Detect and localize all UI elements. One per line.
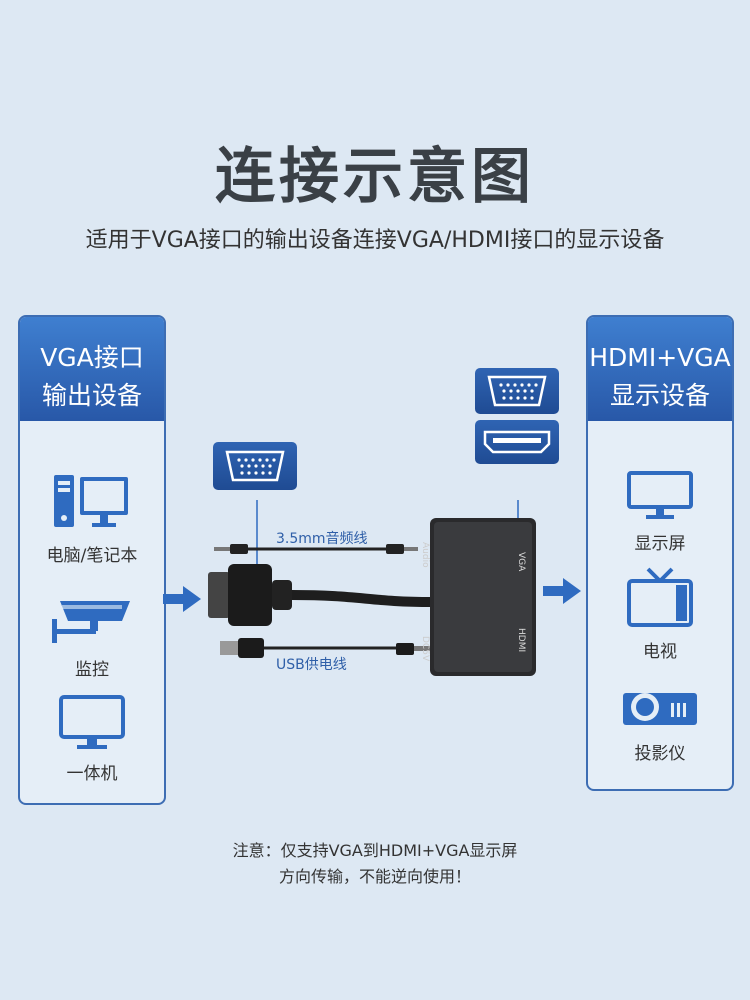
device-label-monitor: 显示屏	[634, 534, 686, 554]
right-panel-heading: HDMI+VGA 显示设备	[588, 317, 732, 421]
page-title: 连接示意图	[215, 142, 535, 212]
device-cctv: 监控	[20, 599, 164, 680]
right-heading-line1: HDMI+VGA	[589, 343, 731, 372]
audio-cable-label: 3.5mm音频线	[276, 531, 368, 547]
tv-icon	[627, 567, 693, 627]
left-panel-heading: VGA接口 输出设备	[20, 317, 164, 421]
page-subtitle: 适用于VGA接口的输出设备连接VGA/HDMI接口的显示设备	[85, 228, 665, 253]
cctv-camera-icon	[52, 601, 130, 643]
adapter-box	[430, 518, 536, 676]
usb-power-cable	[220, 638, 430, 658]
audio-cable	[214, 544, 418, 554]
device-label-tv: 电视	[643, 642, 677, 662]
computer-icon	[54, 475, 128, 527]
device-label-cctv: 监控	[75, 660, 109, 680]
device-all-in-one: 一体机	[20, 695, 164, 784]
usb-cable-label: USB供电线	[276, 657, 347, 673]
right-arrow-icon	[163, 586, 201, 612]
left-heading-line1: VGA接口	[40, 343, 144, 372]
hdmi-vga-display-devices-panel: HDMI+VGA 显示设备 显示屏 电视 投影仪	[586, 315, 734, 791]
adapter-vga-label: VGA	[516, 552, 526, 572]
device-label-computer: 电脑/笔记本	[46, 546, 138, 566]
device-label-all-in-one: 一体机	[66, 764, 118, 784]
device-label-projector: 投影仪	[634, 744, 686, 764]
vga-port-icon	[225, 450, 285, 482]
vga-port-icon-output	[487, 375, 547, 407]
projector-icon	[623, 693, 697, 725]
device-projector: 投影仪	[588, 687, 732, 764]
right-heading-line2: 显示设备	[609, 381, 710, 410]
hdmi-port-tile-output	[475, 420, 559, 464]
vga-port-tile-output	[475, 368, 559, 414]
device-tv: 电视	[588, 567, 732, 662]
monitor-icon	[627, 471, 693, 519]
vga-port-tile-input	[213, 442, 297, 490]
device-monitor: 显示屏	[588, 471, 732, 554]
hdmi-port-icon	[483, 430, 551, 454]
adapter-dc5v-label: DC5V	[420, 636, 430, 662]
left-heading-line2: 输出设备	[41, 381, 142, 410]
adapter-audio-label: Audio	[420, 542, 430, 568]
note-line1: 注意：仅支持VGA到HDMI+VGA显示屏	[232, 841, 518, 860]
note-line2: 方向传输，不能逆向使用！	[278, 867, 471, 886]
adapter-cable-diagram	[208, 500, 536, 676]
adapter-hdmi-label: HDMI	[516, 628, 526, 653]
usage-note: 注意：仅支持VGA到HDMI+VGA显示屏 方向传输，不能逆向使用！	[0, 838, 750, 890]
vga-connector	[208, 564, 433, 626]
device-computer: 电脑/笔记本	[20, 473, 164, 566]
right-arrow-icon-output	[543, 578, 581, 604]
all-in-one-monitor-icon	[59, 695, 125, 749]
vga-output-devices-panel: VGA接口 输出设备 电脑/笔记本 监控	[18, 315, 166, 805]
